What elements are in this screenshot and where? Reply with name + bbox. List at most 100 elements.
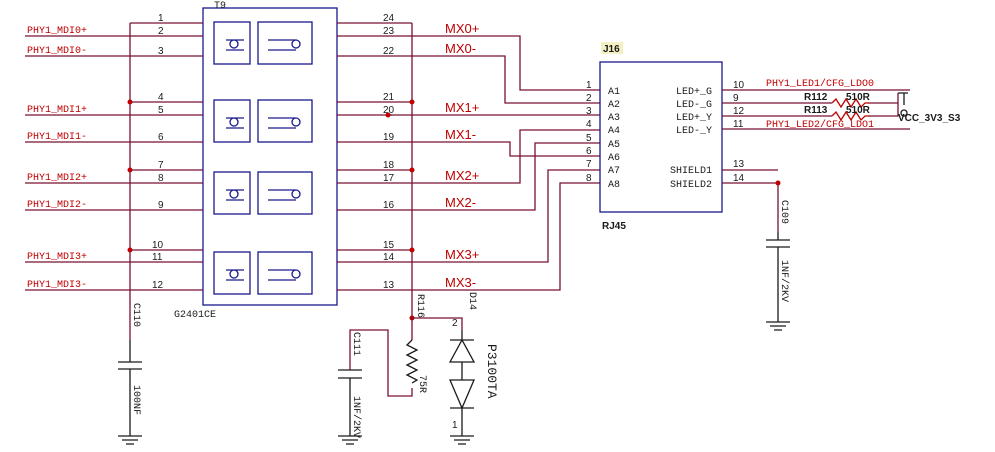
svg-text:10: 10: [733, 80, 745, 91]
r113-ref: R113: [804, 105, 828, 116]
r112-ref: R112: [804, 92, 828, 103]
svg-text:14: 14: [383, 252, 395, 263]
svg-text:8: 8: [158, 173, 164, 184]
svg-text:16: 16: [383, 200, 395, 211]
svg-text:A6: A6: [608, 153, 620, 164]
svg-text:21: 21: [383, 92, 395, 103]
vcc-label: VCC_3V3_S3: [898, 113, 961, 124]
phy-net-labels: PHY1_MDI0+ PHY1_MDI0- PHY1_MDI1+ PHY1_MD…: [27, 26, 87, 291]
svg-text:A7: A7: [608, 166, 620, 177]
svg-text:MX3+: MX3+: [445, 247, 479, 262]
svg-text:A2: A2: [608, 100, 620, 111]
svg-text:A5: A5: [608, 140, 620, 151]
svg-text:4: 4: [158, 92, 164, 103]
svg-text:A1: A1: [608, 87, 620, 98]
svg-text:1: 1: [158, 13, 164, 24]
coil-group-4: [213, 251, 313, 295]
svg-text:3: 3: [158, 46, 164, 57]
svg-text:15: 15: [383, 240, 395, 251]
svg-text:12: 12: [733, 106, 745, 117]
svg-text:6: 6: [158, 132, 164, 143]
vcc-symbol: [898, 92, 908, 105]
rj45-body: [599, 61, 723, 213]
svg-text:23: 23: [383, 26, 395, 37]
connector-ref: J16: [603, 44, 620, 55]
connector-type: RJ45: [602, 221, 626, 232]
svg-text:13: 13: [383, 280, 395, 291]
svg-text:12: 12: [152, 280, 164, 291]
svg-text:PHY1_MDI0-: PHY1_MDI0-: [27, 46, 87, 57]
svg-text:4: 4: [586, 119, 592, 130]
svg-text:MX3-: MX3-: [445, 275, 476, 290]
svg-text:1: 1: [586, 80, 592, 91]
svg-text:PHY1_MDI2-: PHY1_MDI2-: [27, 200, 87, 211]
c109-ref: C109: [778, 200, 789, 224]
svg-text:LED-_Y: LED-_Y: [676, 126, 712, 137]
svg-text:13: 13: [733, 159, 745, 170]
svg-text:A3: A3: [608, 113, 620, 124]
c109-value: 1NF/2KV: [778, 260, 790, 302]
svg-text:14: 14: [733, 173, 745, 184]
transformer-ref: T9: [214, 1, 226, 12]
d14-ref: D14: [466, 292, 477, 310]
led2-net: PHY1_LED2/CFG_LDO1: [766, 119, 874, 131]
svg-text:MX0-: MX0-: [445, 41, 476, 56]
svg-text:PHY1_MDI0+: PHY1_MDI0+: [27, 26, 87, 37]
svg-text:8: 8: [586, 173, 592, 184]
connector-left-labels: A1 A2 A3 A4 A5 A6 A7 A8: [608, 87, 620, 191]
svg-text:MX0+: MX0+: [445, 21, 479, 36]
svg-text:MX1+: MX1+: [445, 100, 479, 115]
r112-symbol: [831, 97, 869, 109]
d14-symbol: [448, 330, 476, 430]
r116-ref: R116: [414, 294, 425, 318]
svg-text:LED-_G: LED-_G: [676, 100, 712, 111]
coil-group-2: [213, 99, 313, 143]
svg-text:5: 5: [586, 133, 592, 144]
connector-right-labels: LED+_G LED-_G LED+_Y LED-_Y SHIELD1 SHIE…: [670, 87, 712, 191]
svg-text:10: 10: [152, 240, 164, 251]
connector-right-pins: 10 9 12 11 13 14: [733, 80, 745, 184]
r116-value: 75R: [416, 375, 427, 393]
svg-text:A4: A4: [608, 126, 620, 137]
svg-text:7: 7: [586, 159, 592, 170]
svg-text:2: 2: [158, 26, 164, 37]
ground-icon: [338, 430, 362, 445]
svg-text:LED+_Y: LED+_Y: [676, 113, 712, 124]
svg-text:19: 19: [383, 132, 395, 143]
svg-text:9: 9: [733, 93, 739, 104]
connector-left-pins: 1 2 3 4 5 6 7 8: [586, 80, 592, 184]
svg-text:A8: A8: [608, 180, 620, 191]
svg-text:MX1-: MX1-: [445, 127, 476, 142]
svg-text:SHIELD2: SHIELD2: [670, 180, 712, 191]
ground-icon: [450, 430, 474, 445]
d14-pin2: 2: [452, 318, 458, 329]
c110-symbol: [118, 340, 142, 430]
transformer-body: [202, 7, 338, 306]
coil-group-1: [213, 21, 313, 65]
svg-text:SHIELD1: SHIELD1: [670, 166, 712, 177]
r113-value: 510R: [846, 105, 871, 116]
mx-net-labels: MX0+ MX0- MX1+ MX1- MX2+ MX2- MX3+ MX3-: [445, 21, 479, 290]
svg-text:17: 17: [383, 173, 395, 184]
svg-text:18: 18: [383, 160, 395, 171]
svg-text:PHY1_MDI3-: PHY1_MDI3-: [27, 280, 87, 291]
c111-value: 1NF/2KV: [350, 396, 362, 438]
svg-text:22: 22: [383, 46, 395, 57]
svg-text:PHY1_MDI1+: PHY1_MDI1+: [27, 105, 87, 116]
svg-text:20: 20: [383, 105, 395, 116]
c111-ref: C111: [350, 332, 361, 356]
r113-symbol: [831, 110, 869, 122]
transformer-left-pins: 1 2 3 4 5 6 7 8 9 10 11 12: [152, 13, 164, 291]
r116-wires: [349, 318, 413, 397]
svg-text:MX2+: MX2+: [445, 168, 479, 183]
svg-text:PHY1_MDI2+: PHY1_MDI2+: [27, 173, 87, 184]
r112-value: 510R: [846, 92, 871, 103]
svg-text:11: 11: [733, 119, 744, 130]
transformer-right-pins: 24 23 22 21 20 19 18 17 16 15 14 13: [383, 13, 395, 291]
coil-group-3: [213, 171, 313, 215]
svg-text:3: 3: [586, 106, 592, 117]
svg-text:PHY1_MDI3+: PHY1_MDI3+: [27, 252, 87, 263]
phy-wires: [25, 22, 203, 340]
d14-part: P3100TA: [484, 344, 499, 399]
